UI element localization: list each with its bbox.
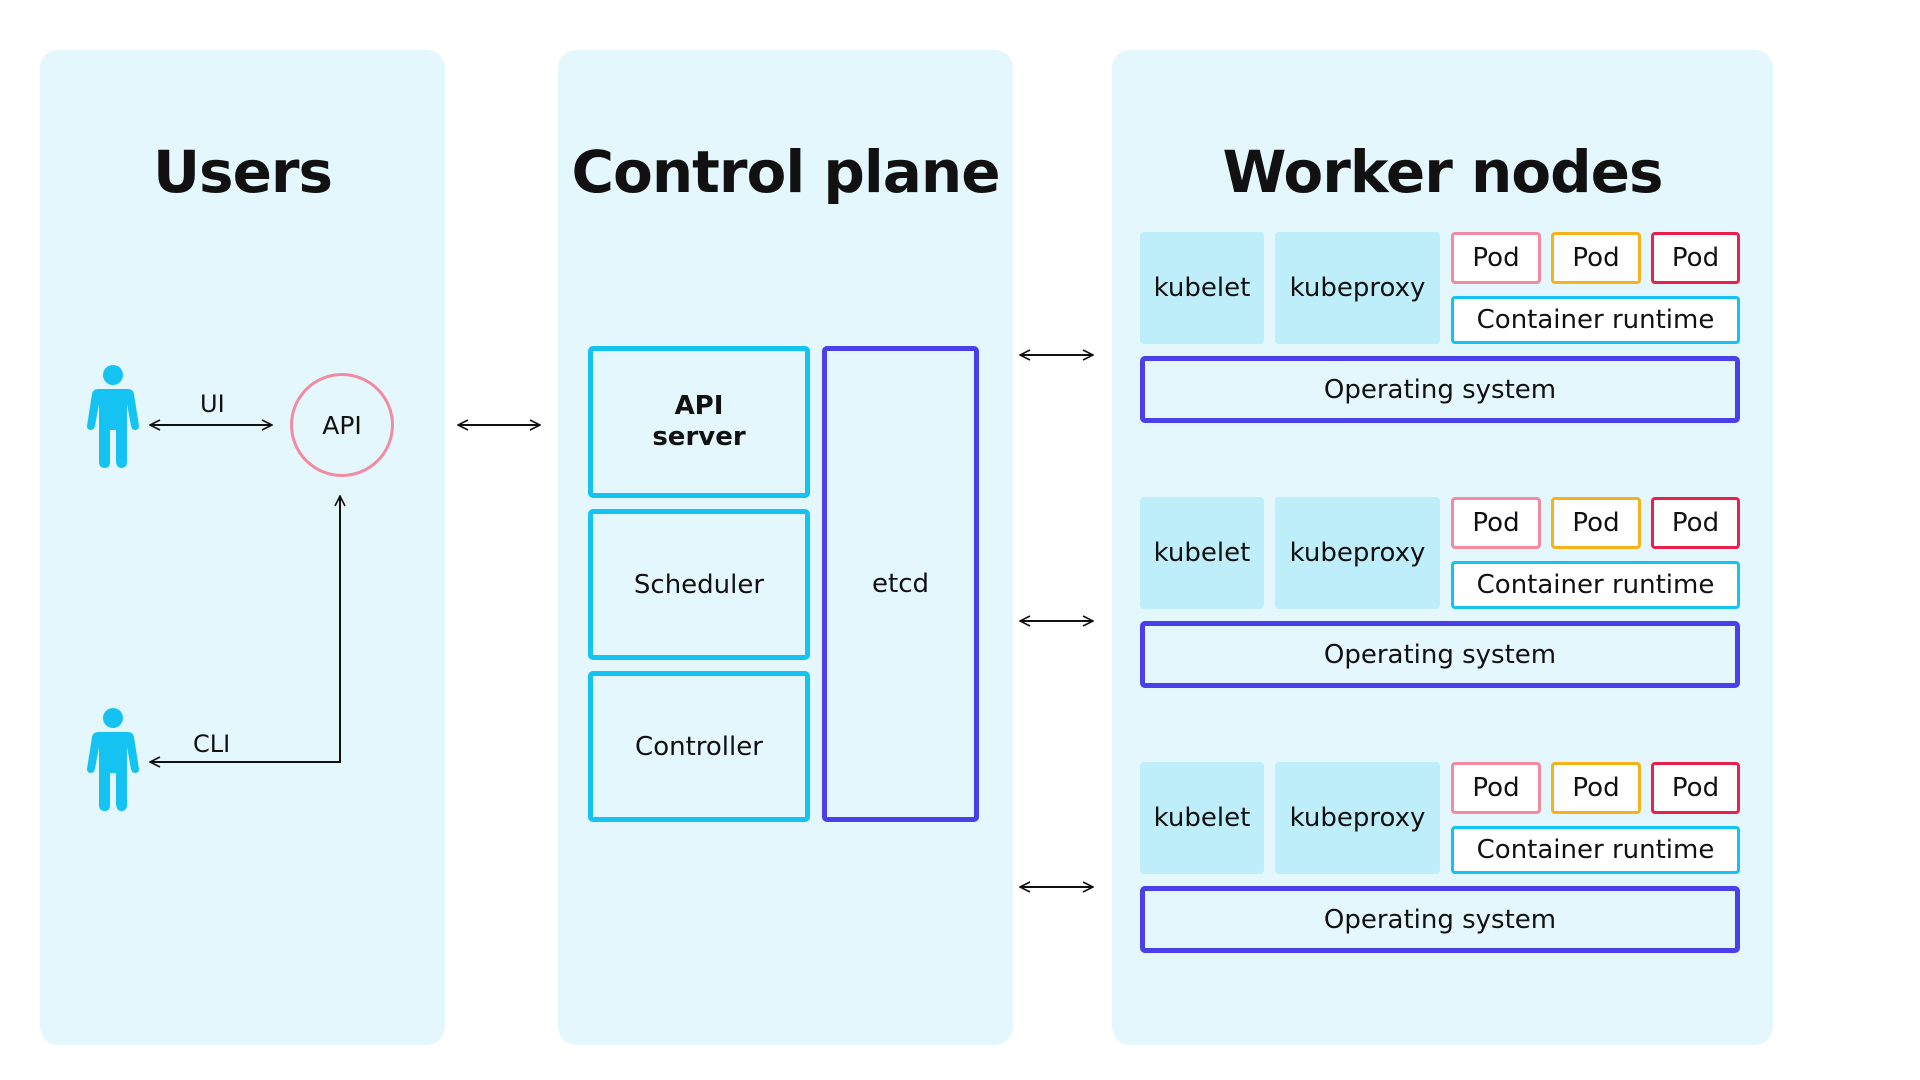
kubelet-box: kubelet bbox=[1140, 762, 1264, 874]
container-runtime-label: Container runtime bbox=[1476, 305, 1715, 335]
kubeproxy-label: kubeproxy bbox=[1289, 803, 1426, 833]
etcd-label: etcd bbox=[872, 569, 929, 599]
kubelet-box: kubelet bbox=[1140, 232, 1264, 344]
ui-label: UI bbox=[200, 390, 225, 418]
pod-box: Pod bbox=[1551, 232, 1641, 284]
pod-label: Pod bbox=[1572, 243, 1620, 273]
pod-label: Pod bbox=[1572, 773, 1620, 803]
control-plane-panel-title: Control plane bbox=[571, 138, 1000, 206]
pod-label: Pod bbox=[1671, 508, 1720, 538]
scheduler-label: Scheduler bbox=[633, 569, 765, 600]
kubeproxy-box: kubeproxy bbox=[1275, 762, 1440, 874]
etcd-box: etcd bbox=[822, 346, 979, 822]
pod-box: Pod bbox=[1451, 232, 1541, 284]
controller-box: Controller bbox=[588, 671, 810, 822]
pod-label: Pod bbox=[1671, 773, 1720, 803]
controller-label: Controller bbox=[635, 731, 763, 762]
pod-box: Pod bbox=[1651, 762, 1740, 814]
kubelet-label: kubelet bbox=[1153, 538, 1251, 568]
kubelet-box: kubelet bbox=[1140, 497, 1264, 609]
kubeproxy-label: kubeproxy bbox=[1289, 538, 1426, 568]
pod-label: Pod bbox=[1472, 773, 1520, 803]
pod-label: Pod bbox=[1472, 508, 1520, 538]
kubeproxy-box: kubeproxy bbox=[1275, 232, 1440, 344]
users-panel-title: Users bbox=[152, 138, 333, 206]
container-runtime-box: Container runtime bbox=[1451, 296, 1740, 344]
container-runtime-label: Container runtime bbox=[1476, 835, 1715, 865]
operating-system-label: Operating system bbox=[1323, 374, 1557, 405]
users-panel: Users bbox=[40, 50, 445, 1045]
operating-system-label: Operating system bbox=[1323, 904, 1557, 935]
pod-label: Pod bbox=[1671, 243, 1720, 273]
api-server-box: API server bbox=[588, 346, 810, 498]
pod-label: Pod bbox=[1572, 508, 1620, 538]
scheduler-box: Scheduler bbox=[588, 509, 810, 660]
pod-box: Pod bbox=[1551, 497, 1641, 549]
api-server-label-line1: API bbox=[674, 391, 724, 421]
operating-system-box: Operating system bbox=[1140, 621, 1740, 688]
container-runtime-label: Container runtime bbox=[1476, 570, 1715, 600]
api-server-label-line2: server bbox=[652, 422, 746, 452]
api-label: API bbox=[322, 410, 362, 440]
operating-system-box: Operating system bbox=[1140, 356, 1740, 423]
kubeproxy-box: kubeproxy bbox=[1275, 497, 1440, 609]
operating-system-box: Operating system bbox=[1140, 886, 1740, 953]
operating-system-label: Operating system bbox=[1323, 639, 1557, 670]
pod-label: Pod bbox=[1472, 243, 1520, 273]
worker-nodes-panel-title: Worker nodes bbox=[1222, 138, 1663, 206]
person-icon bbox=[87, 365, 139, 468]
pod-box: Pod bbox=[1651, 497, 1740, 549]
person-icon bbox=[87, 708, 139, 811]
api-circle: API bbox=[290, 373, 394, 477]
container-runtime-box: Container runtime bbox=[1451, 826, 1740, 874]
pod-box: Pod bbox=[1551, 762, 1641, 814]
kubelet-label: kubelet bbox=[1153, 273, 1251, 303]
pod-box: Pod bbox=[1451, 497, 1541, 549]
pod-box: Pod bbox=[1451, 762, 1541, 814]
cli-label: CLI bbox=[193, 730, 231, 758]
container-runtime-box: Container runtime bbox=[1451, 561, 1740, 609]
kubeproxy-label: kubeproxy bbox=[1289, 273, 1426, 303]
pod-box: Pod bbox=[1651, 232, 1740, 284]
kubelet-label: kubelet bbox=[1153, 803, 1251, 833]
